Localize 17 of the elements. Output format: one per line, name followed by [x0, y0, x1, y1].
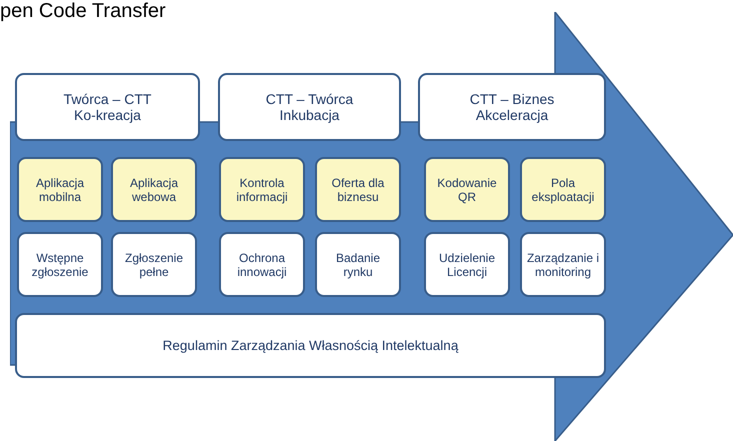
- activity-box: Wstępne zgłoszenie: [17, 232, 103, 297]
- activity-box: Aplikacja webowa: [111, 157, 197, 222]
- activity-box: Udzielenie Licencji: [424, 232, 510, 297]
- stage-header-box: CTT – Biznes Akceleracja: [418, 73, 606, 141]
- activity-box: Zarządzanie i monitoring: [520, 232, 606, 297]
- activity-box: Oferta dla biznesu: [315, 157, 401, 222]
- activity-box: Zgłoszenie pełne: [111, 232, 197, 297]
- activity-box: Badanie rynku: [315, 232, 401, 297]
- activity-box: Aplikacja mobilna: [17, 157, 103, 222]
- stage-header-box: CTT – Twórca Inkubacja: [218, 73, 401, 141]
- diagram-title: pen Code Transfer: [0, 0, 166, 23]
- regulation-bar: Regulamin Zarządzania Własnością Intelektualną: [15, 313, 606, 378]
- stage-header-box: Twórca – CTT Ko-kreacja: [15, 73, 200, 141]
- activity-box: Pola eksploatacji: [520, 157, 606, 222]
- activity-box: Ochrona innowacji: [219, 232, 305, 297]
- activity-box: Kontrola informacji: [219, 157, 305, 222]
- activity-box: Kodowanie QR: [424, 157, 510, 222]
